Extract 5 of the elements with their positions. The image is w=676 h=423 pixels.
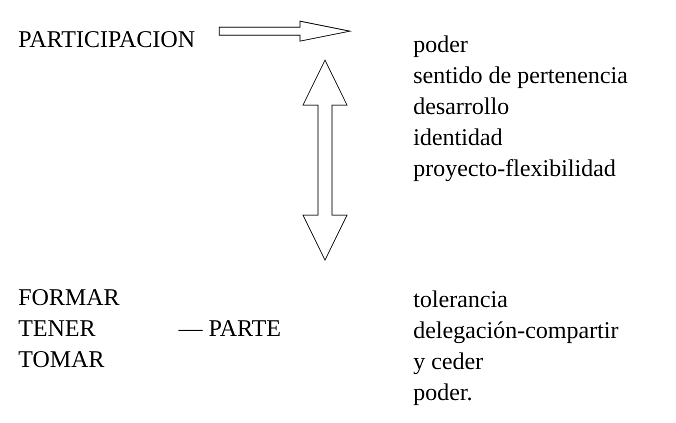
- word-list: tolerancia delegación-compartir y ceder poder.: [413, 290, 618, 406]
- hollow-arrow: [218, 20, 352, 42]
- word-list: FORMAR TENER — PARTE TOMAR: [18, 289, 280, 368]
- concept-label: PARTICIPACION: [18, 31, 194, 48]
- word-list: poder sentido de pertenencia desarrollo identidad proyecto-flexibilidad: [414, 35, 628, 182]
